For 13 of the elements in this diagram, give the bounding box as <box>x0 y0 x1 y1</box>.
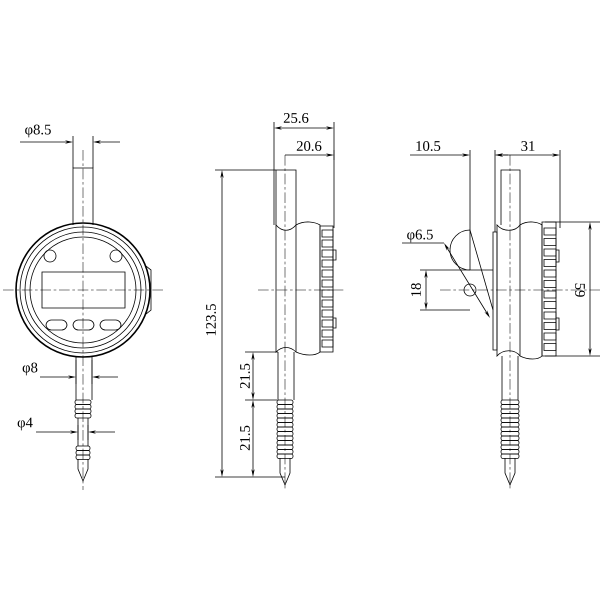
dimension-label: 21.5 <box>240 426 250 450</box>
dimension-label: 123.5 <box>206 304 216 336</box>
dimension-label: φ8 <box>22 362 38 376</box>
dimension-label: φ4 <box>18 418 33 430</box>
dimension-label: 20.6 <box>296 141 322 151</box>
dimension-label: 10.5 <box>416 141 440 151</box>
dimension-label: 59 <box>575 284 585 297</box>
dimension-label: φ8.5 <box>25 124 51 138</box>
dimension-label: φ6.5 <box>407 230 433 242</box>
dimension-label: 18 <box>411 283 421 296</box>
dimension-label: 25.6 <box>284 113 308 123</box>
dimension-label: 21.5 <box>240 364 250 388</box>
dimension-label: 31 <box>521 141 534 151</box>
